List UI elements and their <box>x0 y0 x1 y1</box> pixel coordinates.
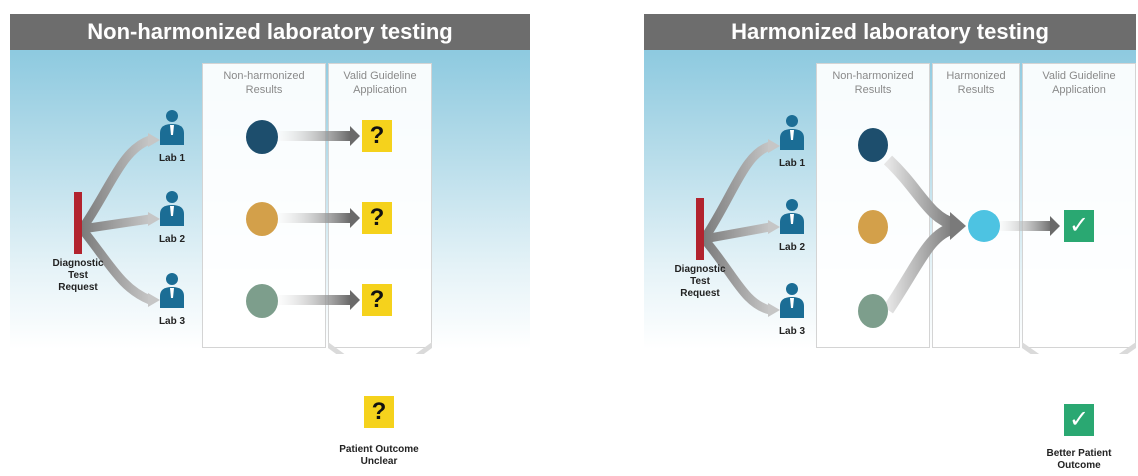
left-lab-1-label: Lab 1 <box>158 153 186 164</box>
result-arrowhead-1 <box>350 126 360 146</box>
fork-arrowhead-lab1 <box>768 139 780 153</box>
merge-arrow-lab1 <box>883 155 956 230</box>
harmonized-arrowhead <box>1050 216 1060 236</box>
person-icon <box>780 199 804 234</box>
person-icon <box>160 110 184 145</box>
right-col-valid-guideline: Valid Guideline Application <box>1022 63 1136 348</box>
left-outcome-question-box: ? <box>364 396 394 428</box>
left-result-dot-lab2 <box>246 202 278 236</box>
right-outcome-text: Better Patient Outcome <box>1046 448 1112 471</box>
right-result-dot-lab1 <box>858 128 888 162</box>
left-arrows <box>78 126 432 354</box>
right-outcome-label: Better Patient Outcome <box>1004 448 1138 472</box>
right-col-valid-guideline-label: Valid Guideline Application <box>1042 70 1116 96</box>
result-arrowhead-2 <box>350 208 360 228</box>
left-diagnostic-request: Diagnostic Test Request <box>38 192 118 294</box>
right-lab-3: Lab 3 <box>768 282 816 337</box>
person-icon <box>780 115 804 150</box>
outcome-chevron <box>328 342 432 354</box>
merge-arrowhead <box>950 212 966 240</box>
right-check-box: ✓ <box>1064 210 1094 242</box>
fork-arrow-lab2 <box>81 214 151 234</box>
person-icon <box>780 283 804 318</box>
fork-arrowhead-lab1 <box>148 133 160 147</box>
right-result-dot-lab2 <box>858 210 888 244</box>
left-lab-3: Lab 3 <box>148 272 196 327</box>
left-request-bar <box>74 192 82 254</box>
right-request-label: Diagnostic Test Request <box>674 264 726 299</box>
left-lab-2-label: Lab 2 <box>158 234 186 245</box>
person-icon <box>160 191 184 226</box>
right-lab-1: Lab 1 <box>768 114 816 169</box>
right-panel-title: Harmonized laboratory testing <box>644 14 1136 50</box>
left-lab-1: Lab 1 <box>148 109 196 164</box>
right-result-dot-lab3 <box>858 294 888 328</box>
right-col-harmonized-results: Harmonized Results <box>932 63 1020 348</box>
right-lab-2: Lab 2 <box>768 198 816 253</box>
merge-arrow-lab3 <box>883 222 956 314</box>
left-question-box-2: ? <box>362 202 392 234</box>
left-question-box-3: ? <box>362 284 392 316</box>
right-request-bar <box>696 198 704 260</box>
result-arrowhead-3 <box>350 290 360 310</box>
result-arrow-1 <box>274 131 350 141</box>
fork-arrowhead-lab3 <box>768 303 780 317</box>
fork-arrow-lab1 <box>78 135 152 232</box>
fork-arrow-lab1 <box>700 141 772 242</box>
right-arrows <box>700 139 1136 354</box>
right-diagnostic-request: Diagnostic Test Request <box>660 198 740 300</box>
left-outcome-label: Patient Outcome Unclear <box>304 444 454 468</box>
left-question-box-1: ? <box>362 120 392 152</box>
fork-arrow-lab3 <box>700 236 772 315</box>
result-arrow-3 <box>274 295 350 305</box>
right-panel: Harmonized laboratory testing Non-harmon… <box>644 14 1136 354</box>
left-col-valid-guideline-label: Valid Guideline Application <box>343 70 417 96</box>
left-panel-title: Non-harmonized laboratory testing <box>10 14 530 50</box>
fork-arrowhead-lab2 <box>768 220 780 234</box>
outcome-chevron <box>1022 342 1136 354</box>
left-lab-3-label: Lab 3 <box>158 316 186 327</box>
right-lab-1-label: Lab 1 <box>778 158 806 169</box>
left-result-dot-lab3 <box>246 284 278 318</box>
right-lab-2-label: Lab 2 <box>778 242 806 253</box>
right-outcome-check-box: ✓ <box>1064 404 1094 436</box>
fork-arrow-lab3 <box>78 226 152 305</box>
fork-arrowhead-lab2 <box>148 212 160 226</box>
result-arrow-2 <box>274 213 350 223</box>
right-harmonized-dot <box>968 210 1000 242</box>
right-lab-3-label: Lab 3 <box>778 326 806 337</box>
left-panel: Non-harmonized laboratory testing Non-ha… <box>10 14 530 354</box>
harmonized-arrow <box>996 221 1052 231</box>
left-result-dot-lab1 <box>246 120 278 154</box>
left-col-nonharmonized-label: Non-harmonized Results <box>223 70 305 96</box>
fork-arrowhead-lab3 <box>148 293 160 307</box>
person-icon <box>160 273 184 308</box>
left-request-label: Diagnostic Test Request <box>52 258 104 293</box>
left-lab-2: Lab 2 <box>148 190 196 245</box>
right-col-harmonized-label: Harmonized Results <box>946 70 1006 96</box>
right-col-nonharmonized-label: Non-harmonized Results <box>832 70 914 96</box>
fork-arrow-lab2 <box>703 222 771 244</box>
left-outcome-text: Patient Outcome Unclear <box>339 444 419 467</box>
